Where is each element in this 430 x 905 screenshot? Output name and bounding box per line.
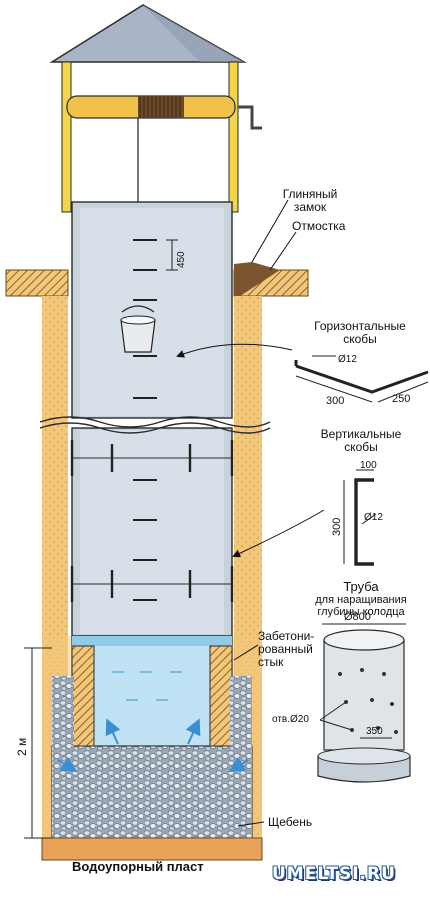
vert-diameter-label: Ø12 xyxy=(364,512,383,523)
pipe-label: Труба для наращивания глубины колодца xyxy=(296,579,426,619)
horiz-brackets-line-1: Горизонтальные xyxy=(314,319,406,333)
horiz-diameter-label: Ø12 xyxy=(338,354,357,365)
hole-spacing-label: 350 xyxy=(366,726,383,737)
ring-joints xyxy=(72,457,232,585)
clay-lock-line-2: замок xyxy=(293,200,327,215)
pipe-diameter-label: Ø800 xyxy=(344,611,371,623)
horiz-length-label: 300 xyxy=(326,395,344,407)
break-line xyxy=(39,416,271,428)
rung-step-label: 450 xyxy=(176,251,187,268)
clay-lock-line-1: Глиняный xyxy=(282,187,338,201)
gravel-filter xyxy=(51,745,253,839)
vert-height-label: 300 xyxy=(331,518,343,536)
blind-area-label: Отмостка xyxy=(292,219,346,233)
vertical-brackets xyxy=(70,440,234,602)
pipe-line-3: глубины колодца xyxy=(317,606,405,619)
left-post xyxy=(61,61,72,213)
vert-brackets-line-1: Вертикальные xyxy=(320,427,402,441)
horiz-brackets-line-2: скобы xyxy=(343,332,377,347)
crank-handle xyxy=(238,105,262,130)
water xyxy=(71,635,233,747)
rungs xyxy=(133,239,157,601)
vert-top-label: 100 xyxy=(360,460,377,471)
topsoil-left xyxy=(5,269,69,297)
pipe-line-2: для наращивания xyxy=(315,594,407,607)
depth-label: 2 м xyxy=(15,738,29,756)
horizontal-brackets-label: Горизонтальные скобы xyxy=(300,319,420,347)
vertical-brackets-label: Вертикальные скобы xyxy=(306,427,416,455)
horizontal-bracket-drawing xyxy=(294,355,429,403)
horiz-width-label: 250 xyxy=(392,393,410,405)
concreted-joint-line-3: стык xyxy=(258,655,284,670)
aquiclude-layer xyxy=(41,837,263,861)
vertical-bracket-drawing xyxy=(343,469,377,566)
bucket xyxy=(120,305,156,353)
gravel-label: Щебень xyxy=(268,815,313,829)
hole-label: отв.Ø20 xyxy=(272,714,309,725)
pipe-line-1: Труба xyxy=(343,579,379,594)
aquiclude-label: Водоупорный пласт xyxy=(72,859,204,874)
clay-lock xyxy=(234,262,280,300)
extension-pipe xyxy=(317,623,411,783)
concreted-joint-line-2: рованный xyxy=(258,642,313,657)
site-watermark: UMELTSI.RU xyxy=(272,864,396,884)
vert-brackets-line-2: скобы xyxy=(344,440,378,455)
clay-lock-label: Глиняный замок xyxy=(270,187,350,215)
right-post xyxy=(228,61,239,213)
concreted-joint-line-1: Забетони- xyxy=(258,629,315,643)
concreted-joint-label: Забетони- рованный стык xyxy=(258,629,315,670)
